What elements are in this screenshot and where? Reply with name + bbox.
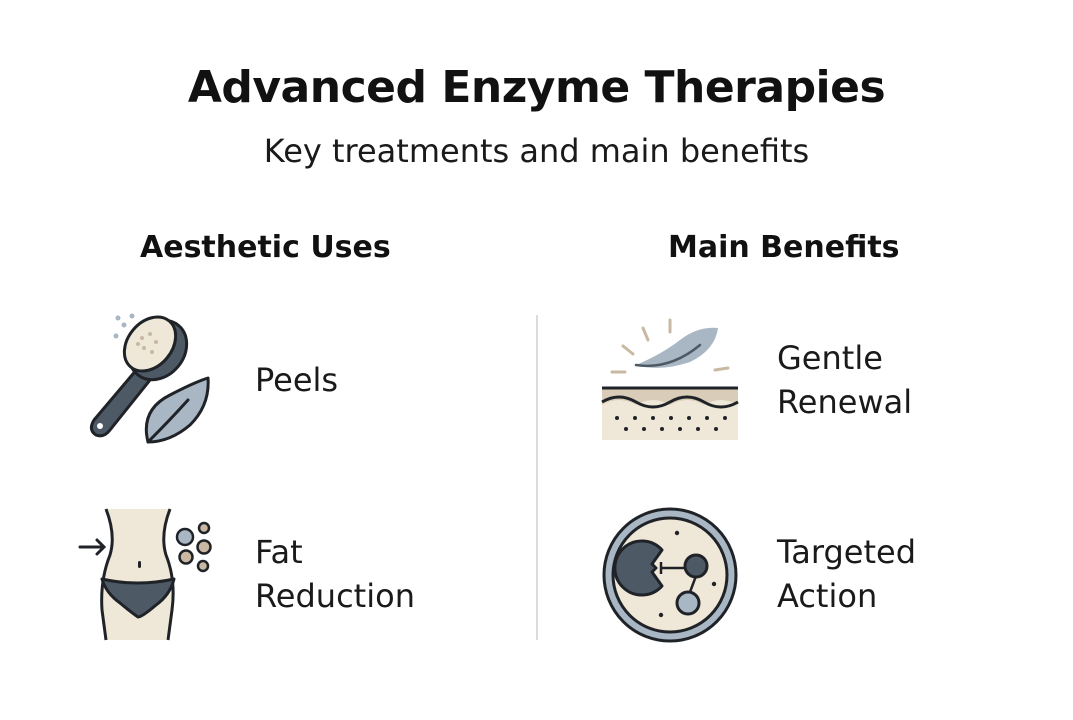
gentle-renewal-label: Gentle Renewal [777, 339, 913, 421]
main-benefits-heading: Main Benefits [668, 230, 900, 265]
feather-skin-layers-icon [590, 310, 750, 470]
aesthetic-uses-heading: Aesthetic Uses [140, 230, 391, 265]
column-divider [536, 315, 538, 640]
page-title: Advanced Enzyme Therapies [187, 62, 886, 113]
waist-fat-cells-icon [70, 495, 230, 655]
brush-leaf-icon [70, 300, 230, 460]
page-subtitle: Key treatments and main benefits [263, 132, 810, 170]
targeted-action-label: Targeted Action [777, 533, 916, 615]
peels-label: Peels [255, 361, 339, 399]
fat-reduction-label: Fat Reduction [255, 533, 415, 615]
enzyme-molecule-icon [590, 500, 750, 660]
